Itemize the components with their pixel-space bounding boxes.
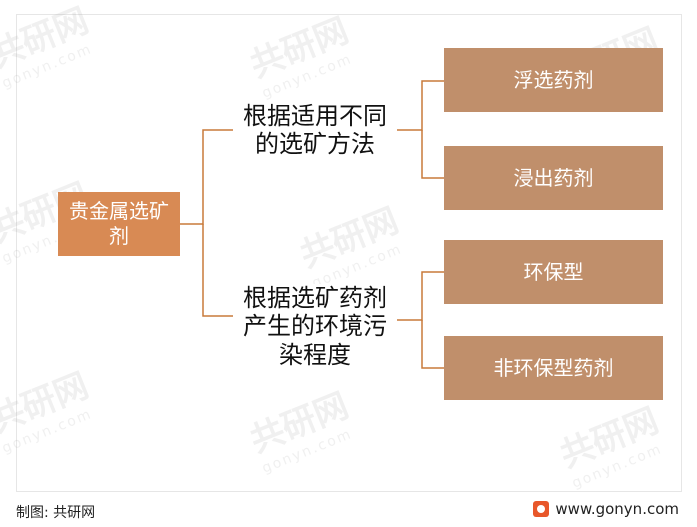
root-label: 贵金属选矿 剂	[69, 199, 169, 248]
branch-label: 根据选矿药剂 产生的环境污 染程度	[233, 284, 397, 369]
source-credit: 制图: 共研网	[16, 505, 96, 521]
branch-label-text: 根据选矿药剂 产生的环境污 染程度	[243, 284, 387, 369]
leaf-node: 环保型	[444, 240, 663, 304]
leaf-label: 浮选药剂	[513, 68, 594, 92]
gonyn-logo-icon	[533, 501, 550, 517]
root-connector	[202, 224, 233, 317]
branch2-connector	[393, 271, 444, 321]
leaf-label: 浸出药剂	[513, 166, 594, 190]
branch1-connector	[393, 80, 444, 131]
website-credit: www.gonyn.com	[533, 500, 679, 518]
branch-label-text: 根据适用不同 的选矿方法	[243, 102, 387, 159]
leaf-node: 非环保型药剂	[444, 336, 663, 400]
root-node: 贵金属选矿 剂	[58, 192, 180, 256]
branch2-connector	[421, 320, 444, 369]
leaf-node: 浸出药剂	[444, 146, 663, 210]
leaf-label: 环保型	[523, 260, 584, 284]
branch-label: 根据适用不同 的选矿方法	[233, 102, 397, 159]
root-connector	[180, 129, 233, 225]
website-link[interactable]: www.gonyn.com	[555, 500, 679, 518]
branch1-connector	[421, 130, 444, 179]
leaf-node: 浮选药剂	[444, 48, 663, 112]
leaf-label: 非环保型药剂	[493, 356, 614, 380]
